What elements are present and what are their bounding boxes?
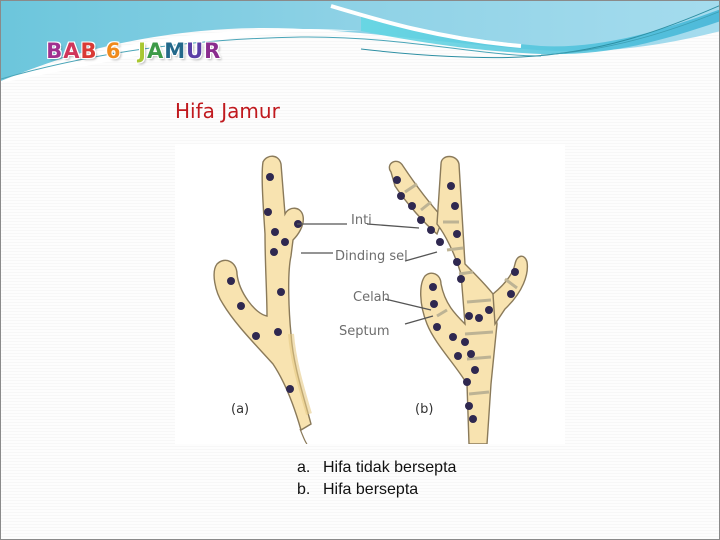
title-letter (121, 39, 129, 63)
hypha-a-nonseptate (213, 155, 312, 444)
title-letter: M (164, 39, 187, 63)
header-wave-decoration (1, 1, 719, 83)
caption-item-b: b. Hifa bersepta (297, 479, 456, 501)
title-letter: U (186, 39, 205, 63)
caption-text: Hifa tidak bersepta (323, 459, 457, 476)
hypha-b-septate (388, 155, 529, 444)
title-letter (130, 39, 138, 63)
title-letter: J (138, 39, 147, 63)
label-dinding-sel: Dinding sel (335, 249, 408, 264)
title-letter: A (63, 39, 81, 63)
caption-item-a: a. Hifa tidak bersepta (297, 457, 456, 479)
caption-marker: b. (297, 481, 311, 498)
title-letter: 6 (105, 39, 122, 63)
label-inti: Inti (351, 213, 372, 228)
title-letter: R (204, 39, 222, 63)
leader-lines (297, 223, 438, 325)
slide-chapter-title: BAB 6 JAMUR (13, 15, 221, 63)
figure-caption-list: a. Hifa tidak bersepta b. Hifa bersepta (297, 457, 456, 501)
title-letter: A (146, 39, 165, 63)
label-panel-b: (b) (415, 402, 434, 417)
title-letter: B (46, 39, 64, 63)
caption-text: Hifa bersepta (323, 481, 419, 498)
caption-marker: a. (297, 459, 311, 476)
title-letter: B (80, 39, 98, 63)
slide-heading: Hifa Jamur (175, 99, 280, 123)
label-septum: Septum (339, 324, 390, 339)
title-letter (98, 39, 106, 63)
label-panel-a: (a) (231, 402, 250, 417)
hyphae-diagram: Inti Dinding sel Celah Septum (a) (b) (175, 144, 565, 444)
hyphae-illustration (213, 155, 529, 444)
label-celah: Celah (353, 290, 390, 305)
